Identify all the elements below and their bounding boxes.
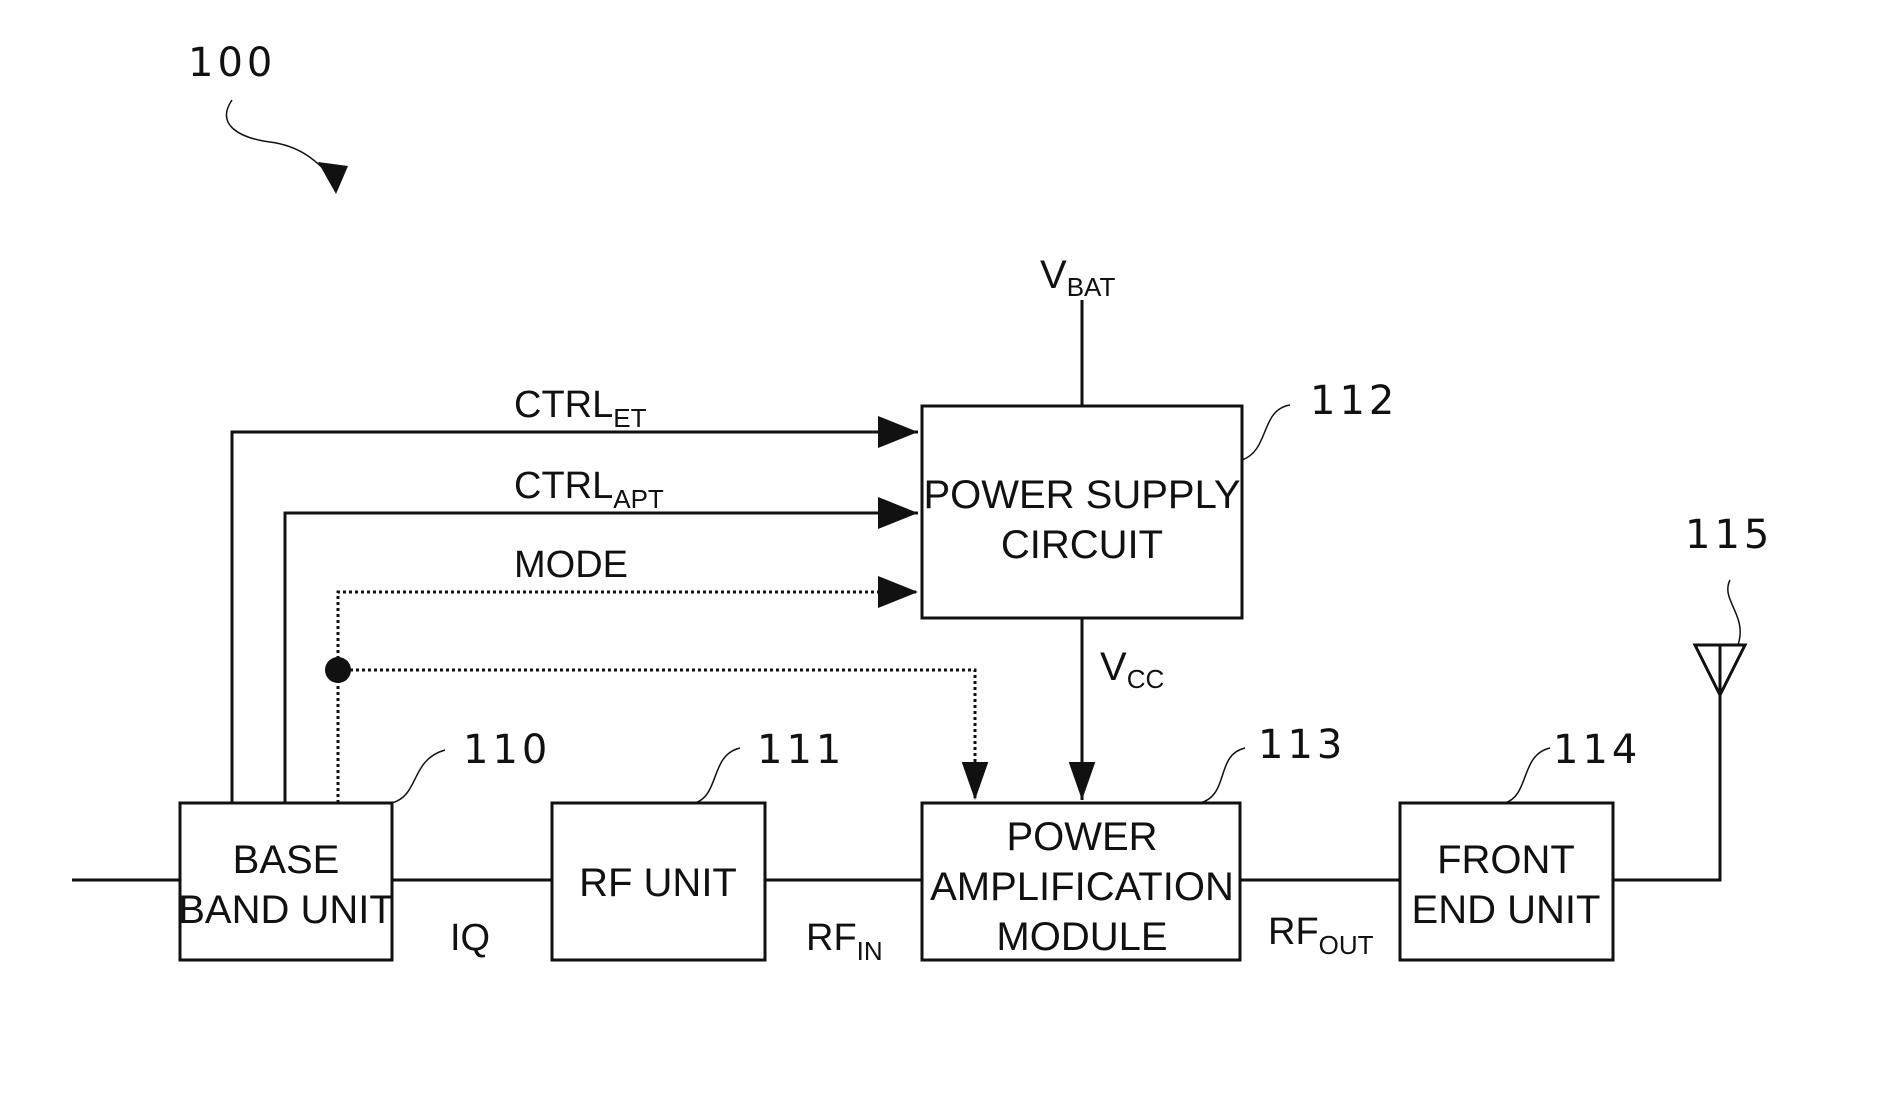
rf-unit-block: RF UNIT <box>552 803 765 960</box>
figure-ref-number: 100 <box>188 40 276 86</box>
ref-110: 110 <box>463 727 551 773</box>
front-end-unit-line1: FRONT <box>1437 838 1575 882</box>
antenna-icon <box>1695 645 1745 720</box>
ctrl-et-label: CTRLET <box>514 384 647 433</box>
ctrl-apt-label: CTRLAPT <box>514 465 664 514</box>
ref-113: 113 <box>1258 722 1346 768</box>
ref-115: 115 <box>1685 512 1773 558</box>
rf-out-label: RFOUT <box>1268 911 1374 960</box>
ref-111: 111 <box>757 727 845 773</box>
mode-label: MODE <box>514 544 628 586</box>
iq-label: IQ <box>450 917 490 959</box>
power-supply-circuit-block: POWER SUPPLY CIRCUIT <box>922 406 1242 618</box>
vcc-main: V <box>1100 645 1127 689</box>
ref-112: 112 <box>1310 378 1398 424</box>
ctrl-apt-sub: APT <box>613 484 664 514</box>
figure-ref-arrow <box>226 100 330 175</box>
front-end-unit-block: FRONT END UNIT <box>1400 803 1613 960</box>
rf-out-sub: OUT <box>1319 930 1374 960</box>
rf-in-main: RF <box>806 917 857 959</box>
ctrl-et-main: CTRL <box>514 384 613 426</box>
ctrl-et-sub: ET <box>613 403 646 433</box>
rf-in-label: RFIN <box>806 917 883 966</box>
power-supply-line1: POWER SUPPLY <box>923 473 1240 517</box>
rf-unit-label: RF UNIT <box>579 861 737 905</box>
base-band-unit-block: BASE BAND UNIT <box>178 803 394 960</box>
vcc-label: VCC <box>1100 645 1164 694</box>
mode-branch-line <box>338 670 975 800</box>
vbat-sub: BAT <box>1067 272 1116 302</box>
base-band-unit-line1: BASE <box>233 838 340 882</box>
pa-module-line1: POWER <box>1006 815 1157 859</box>
leader-114 <box>1505 748 1550 803</box>
power-supply-line2: CIRCUIT <box>1001 523 1163 567</box>
rf-out-main: RF <box>1268 911 1319 953</box>
leader-111 <box>695 748 740 803</box>
junction-dot <box>325 657 351 683</box>
vbat-label: VBAT <box>1040 253 1115 302</box>
ref-114: 114 <box>1553 727 1641 773</box>
figure-ref-arrowhead <box>318 162 348 194</box>
rf-in-sub: IN <box>857 936 883 966</box>
vbat-main: V <box>1040 253 1067 297</box>
pa-module-line3: MODULE <box>996 915 1167 959</box>
vcc-sub: CC <box>1127 664 1165 694</box>
base-band-unit-line2: BAND UNIT <box>178 888 394 932</box>
front-end-unit-line2: END UNIT <box>1412 888 1601 932</box>
leader-110 <box>392 750 445 803</box>
leader-115 <box>1728 580 1740 645</box>
ctrl-apt-main: CTRL <box>514 465 613 507</box>
leader-112 <box>1242 405 1290 460</box>
pa-module-line2: AMPLIFICATION <box>930 865 1234 909</box>
leader-113 <box>1200 748 1245 803</box>
power-amplification-module-block: POWER AMPLIFICATION MODULE <box>922 803 1240 960</box>
